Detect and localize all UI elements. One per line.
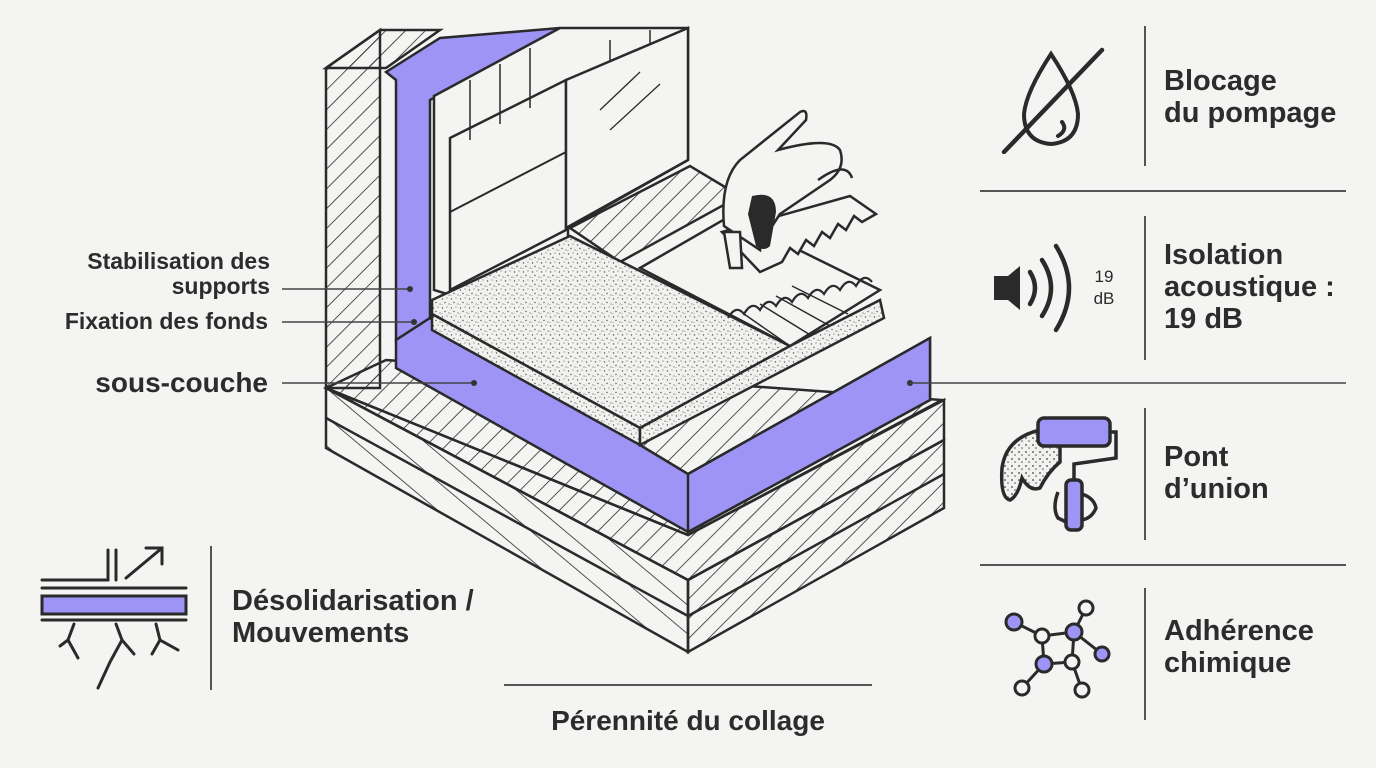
feature-adherence-line1: Adhérence — [1164, 615, 1314, 647]
feature-desolidarisation: Désolidarisation / Mouvements — [232, 585, 474, 650]
label-fixation: Fixation des fonds — [64, 308, 268, 334]
feature-isolation-line3: 19 dB — [1164, 302, 1243, 335]
molecule-icon — [1004, 599, 1111, 699]
feature-desolidarisation-line2: Mouvements — [232, 616, 410, 649]
feature-isolation: Isolation acoustique : 19 dB — [1164, 239, 1335, 336]
sound-db-bottom: dB — [1094, 289, 1115, 308]
separator-blocage — [1144, 26, 1146, 166]
feature-pont-line1: Pont — [1164, 441, 1229, 473]
label-stabilisation: Stabilisation des supports — [10, 248, 270, 300]
feature-blocage-line2: du pompage — [1164, 96, 1337, 129]
sound-db-top: 19 — [1095, 267, 1114, 286]
separator-isolation — [1144, 216, 1146, 360]
bottom-label: Pérennité du collage — [551, 705, 825, 736]
separator-pont — [1144, 408, 1146, 540]
feature-adherence-line2: chimique — [1164, 646, 1292, 679]
feature-adherence: Adhérence chimique — [1164, 615, 1314, 680]
feature-pont: Pont d’union — [1164, 441, 1269, 506]
decoupling-layer-icon — [40, 546, 188, 690]
paint-roller-icon — [999, 416, 1118, 532]
divider-bottom — [504, 684, 872, 686]
no-water-drop-icon — [1001, 47, 1105, 154]
divider-2 — [980, 564, 1346, 566]
underlay-wall — [383, 26, 561, 343]
label-stabilisation-text: Stabilisation des supports — [87, 248, 270, 300]
combed-adhesive — [637, 214, 883, 348]
feature-blocage-line1: Blocage — [1164, 65, 1277, 97]
feature-pont-line2: d’union — [1164, 472, 1269, 505]
speaker-sound-icon: 19 dB — [994, 243, 1115, 333]
separator-adherence — [1144, 588, 1146, 720]
label-sous-couche: sous-couche — [95, 367, 268, 398]
divider-1 — [980, 190, 1346, 192]
separator-desolidarisation — [210, 546, 212, 690]
feature-isolation-line2: acoustique : — [1164, 270, 1335, 303]
feature-blocage: Blocage du pompage — [1164, 65, 1337, 130]
outer-wall — [324, 27, 382, 390]
feature-desolidarisation-line1: Désolidarisation / — [232, 585, 474, 617]
feature-isolation-line1: Isolation — [1164, 239, 1284, 271]
trowel-hand — [719, 109, 879, 274]
